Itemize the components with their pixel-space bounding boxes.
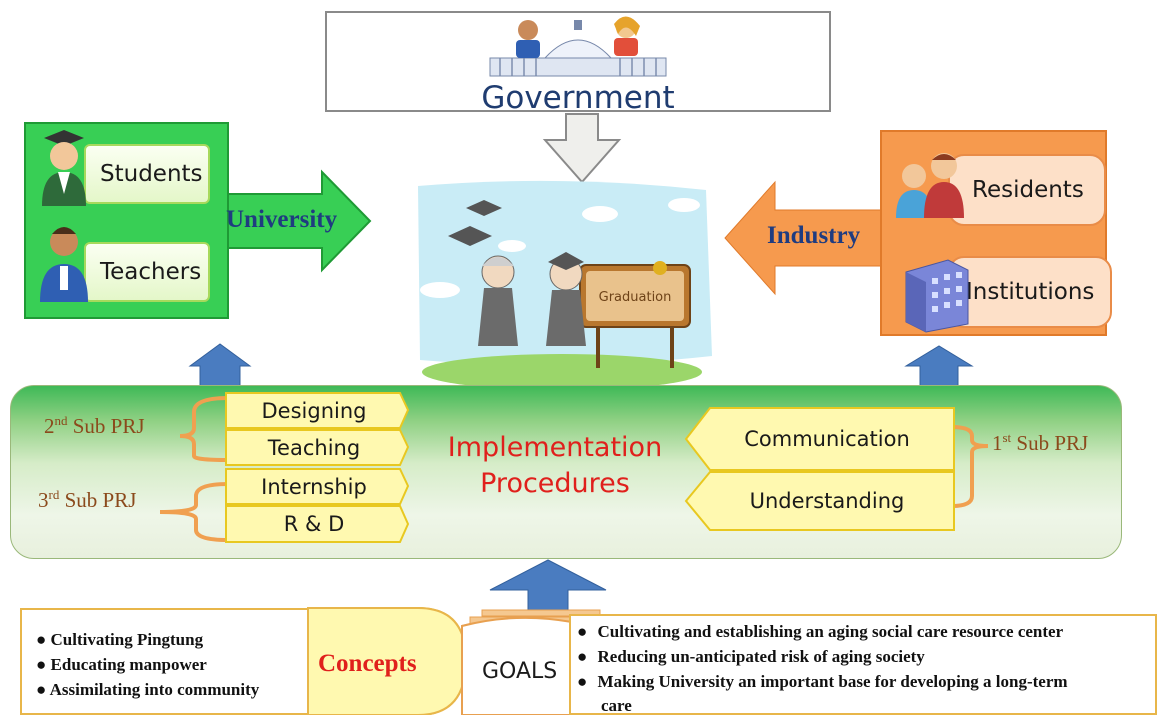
university-label: University bbox=[226, 206, 338, 233]
teachers-item: Teachers bbox=[84, 242, 210, 302]
up-arrow-right bbox=[904, 345, 974, 387]
concept-item-2: ● Educating manpower bbox=[36, 655, 207, 674]
third-sub-suffix: rd bbox=[48, 487, 60, 502]
third-sub-text: Sub PRJ bbox=[59, 488, 137, 512]
step-designing: Designing bbox=[261, 398, 367, 423]
industry-box: Residents Institutions bbox=[880, 130, 1112, 336]
goal-item-3-continued: care bbox=[601, 696, 632, 715]
up-arrow-left bbox=[188, 343, 252, 387]
goal-item-1-text: Cultivating and establishing an aging so… bbox=[597, 622, 1064, 641]
university-arrow bbox=[227, 169, 372, 273]
step-communication: Communication bbox=[744, 427, 910, 451]
residents-label: Residents bbox=[972, 177, 1084, 203]
residents-item: Residents bbox=[948, 154, 1106, 226]
first-sub-project-label: 1st Sub PRJ bbox=[992, 430, 1088, 456]
third-sub-num: 3 bbox=[38, 488, 49, 512]
industry-label: Industry bbox=[767, 222, 861, 249]
concepts-box: ● Cultivating Pingtung ● Educating manpo… bbox=[20, 608, 310, 715]
teacher-icon bbox=[40, 227, 88, 302]
government-title: Government bbox=[481, 80, 675, 116]
people-icons bbox=[40, 130, 88, 302]
government-building-icon bbox=[485, 14, 669, 78]
first-sub-num: 1 bbox=[992, 431, 1003, 455]
concept-item-3: ● Assimilating into community bbox=[36, 680, 260, 699]
step-internship: Internship bbox=[261, 474, 367, 499]
step-teaching: Teaching bbox=[267, 435, 361, 460]
government-box bbox=[325, 11, 831, 112]
concept-item-1: ● Cultivating Pingtung bbox=[36, 630, 204, 649]
first-sub-text: Sub PRJ bbox=[1011, 431, 1089, 455]
students-label: Students bbox=[100, 161, 203, 187]
goal-item-1: ● Cultivating and establishing an aging … bbox=[577, 622, 1064, 641]
university-box: Students Teachers bbox=[24, 122, 229, 319]
institution-building-icon bbox=[905, 259, 969, 333]
residents-people-icon bbox=[896, 153, 964, 218]
second-sub-num: 2 bbox=[44, 414, 55, 438]
teachers-label: Teachers bbox=[100, 259, 202, 285]
implementation-title-line2: Procedures bbox=[480, 468, 630, 499]
students-item: Students bbox=[84, 144, 210, 204]
goals-label: GOALS bbox=[482, 659, 558, 684]
concepts-label: Concepts bbox=[318, 650, 417, 677]
graduation-sign-text: Graduation bbox=[599, 290, 672, 305]
concept-item-2-text: Educating manpower bbox=[50, 655, 207, 674]
implementation-title: Implementation Procedures bbox=[430, 430, 680, 502]
concept-item-3-text: Assimilating into community bbox=[49, 680, 260, 699]
step-understanding: Understanding bbox=[749, 489, 905, 513]
institutions-label: Institutions bbox=[966, 279, 1095, 305]
industry-arrow bbox=[724, 180, 883, 296]
implementation-title-line1: Implementation bbox=[447, 432, 663, 463]
goal-item-2-text: Reducing un-anticipated risk of aging so… bbox=[597, 647, 925, 666]
graduate-student-icon bbox=[42, 130, 86, 206]
goal-item-3: ● Making University an important base fo… bbox=[577, 672, 1068, 691]
industry-icons bbox=[896, 153, 969, 333]
step-r-and-d: R & D bbox=[283, 512, 345, 536]
second-sub-project-label: 2nd Sub PRJ bbox=[44, 413, 145, 439]
third-sub-project-label: 3rd Sub PRJ bbox=[38, 487, 136, 513]
goals-box: ● Cultivating and establishing an aging … bbox=[569, 614, 1157, 715]
up-arrow-bottom bbox=[489, 559, 607, 613]
second-sub-text: Sub PRJ bbox=[67, 414, 145, 438]
first-sub-suffix: st bbox=[1002, 430, 1012, 445]
graduation-illustration bbox=[418, 180, 712, 390]
institutions-item: Institutions bbox=[948, 256, 1112, 328]
goal-item-3-text: Making University an important base for … bbox=[597, 672, 1068, 691]
second-sub-suffix: nd bbox=[54, 413, 68, 428]
concept-item-1-text: Cultivating Pingtung bbox=[50, 630, 204, 649]
goal-item-2: ● Reducing un-anticipated risk of aging … bbox=[577, 647, 925, 666]
down-arrow-government bbox=[542, 113, 622, 184]
